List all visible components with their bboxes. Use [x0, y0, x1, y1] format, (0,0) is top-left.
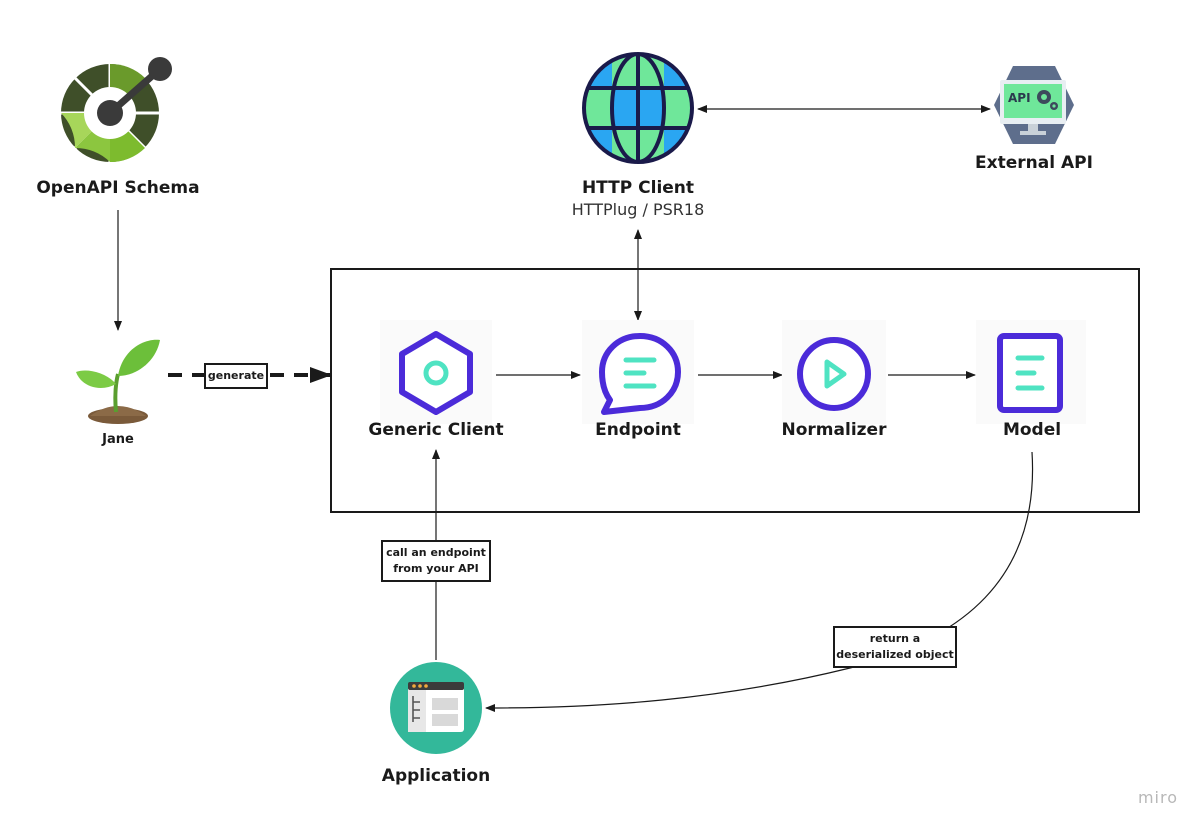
globe-icon	[582, 52, 694, 164]
application-label: Application	[381, 766, 491, 786]
application-icon	[390, 662, 482, 754]
miro-watermark: miro	[1137, 788, 1178, 807]
model-icon	[976, 320, 1086, 424]
return-object-label: return a deserialized object	[833, 626, 957, 668]
jane-sprout-icon	[76, 339, 160, 424]
generate-label: generate	[204, 363, 268, 389]
library-container	[330, 268, 1140, 513]
external-api-icon	[994, 66, 1074, 144]
openapi-label: OpenAPI Schema	[36, 178, 200, 198]
call-endpoint-label-text: call an endpoint from your API	[386, 546, 486, 575]
generic-client-icon	[380, 320, 492, 424]
generic-client-label: Generic Client	[368, 420, 504, 440]
edge-model-application	[485, 451, 1034, 712]
http-client-label: HTTP Client	[581, 178, 695, 198]
external-api-icon-text: API	[1008, 91, 1031, 105]
normalizer-icon	[782, 320, 886, 424]
external-api-label: External API	[975, 153, 1093, 173]
call-endpoint-label: call an endpoint from your API	[381, 540, 491, 582]
jane-label: Jane	[102, 432, 134, 447]
normalizer-label: Normalizer	[781, 420, 887, 440]
endpoint-label: Endpoint	[595, 420, 681, 440]
http-client-sublabel: HTTPlug / PSR18	[571, 200, 705, 219]
model-label: Model	[1002, 420, 1062, 440]
endpoint-icon	[582, 320, 694, 424]
openapi-logo-icon	[61, 57, 172, 163]
return-object-label-text: return a deserialized object	[836, 632, 954, 661]
generate-label-text: generate	[207, 369, 265, 382]
